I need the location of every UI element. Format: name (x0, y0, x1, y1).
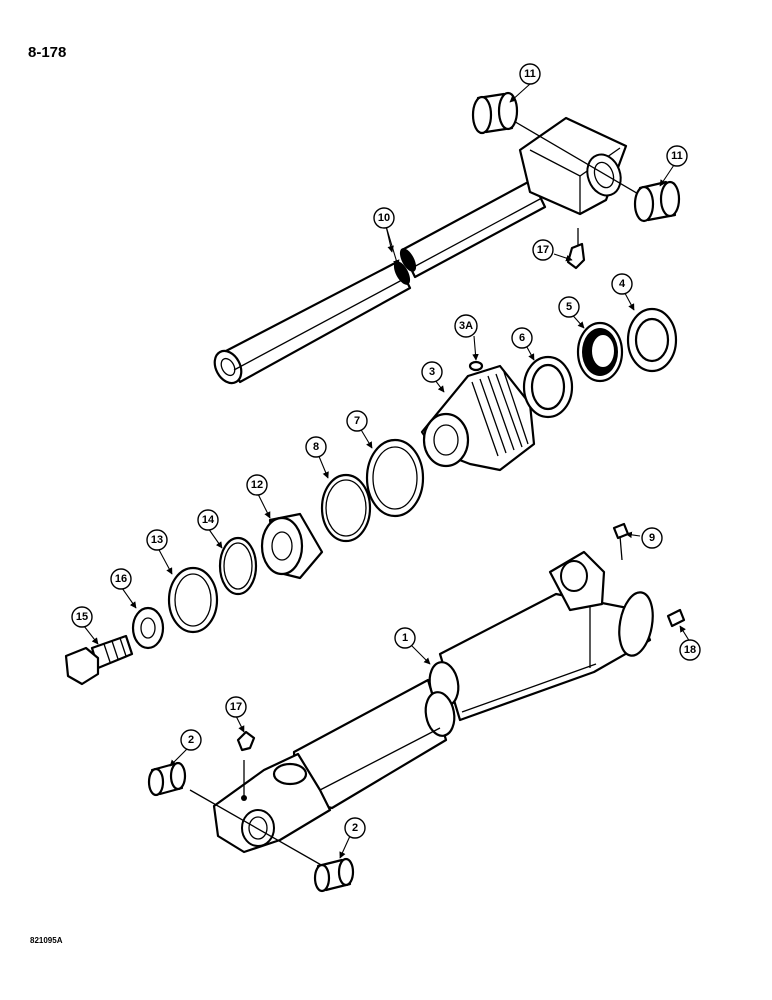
washer-16 (131, 606, 165, 650)
svg-text:2: 2 (188, 734, 194, 746)
callout-6: 6 (511, 327, 533, 349)
svg-text:17: 17 (230, 701, 242, 713)
bushing-2-upper (147, 761, 187, 797)
svg-text:3: 3 (429, 366, 435, 378)
gland-3 (420, 364, 536, 472)
svg-text:2: 2 (352, 822, 358, 834)
svg-text:14: 14 (202, 514, 215, 526)
callout-3: 3 (421, 361, 443, 383)
svg-text:4: 4 (619, 278, 626, 290)
svg-text:17: 17 (537, 244, 549, 256)
callout-2-upper: 2 (180, 729, 202, 751)
seal-5 (576, 321, 624, 383)
callout-17-upper: 17 (532, 239, 554, 261)
bushing-2-lower (313, 857, 355, 893)
svg-text:10: 10 (378, 212, 390, 224)
callout-17-lower: 17 (225, 696, 247, 718)
bushing-11-upper (471, 91, 519, 135)
svg-text:11: 11 (671, 150, 683, 162)
callout-3a: 3A (454, 314, 478, 338)
callout-16: 16 (110, 568, 132, 590)
plug-3a (468, 360, 484, 372)
backup-ring-7 (365, 438, 425, 518)
o-ring-14 (218, 536, 258, 596)
bushing-11-lower (633, 180, 681, 223)
callout-12: 12 (246, 474, 268, 496)
svg-text:9: 9 (649, 532, 655, 544)
svg-text:1: 1 (402, 632, 408, 644)
svg-text:6: 6 (519, 332, 525, 344)
page-number: 8-178 (28, 44, 67, 61)
callout-8: 8 (305, 436, 327, 458)
leader-lines (83, 83, 691, 859)
ring-6 (522, 355, 574, 419)
grease-fitting-17-lower (236, 730, 256, 752)
piston-12 (260, 512, 324, 580)
callout-10: 10 (373, 207, 395, 229)
callout-13: 13 (146, 529, 168, 551)
callout-1: 1 (394, 627, 416, 649)
svg-text:15: 15 (76, 611, 88, 623)
cylinder-tube (189, 550, 654, 871)
callout-14: 14 (197, 509, 219, 531)
callout-5: 5 (558, 296, 580, 318)
svg-text:12: 12 (251, 479, 263, 491)
grease-fitting-9 (612, 522, 630, 561)
callout-4: 4 (611, 273, 633, 295)
svg-text:5: 5 (566, 301, 572, 313)
callout-11-right: 11 (666, 145, 688, 167)
svg-text:3A: 3A (459, 320, 473, 332)
callout-7: 7 (346, 410, 368, 432)
svg-text:13: 13 (151, 534, 163, 546)
callout-9: 9 (641, 527, 663, 549)
svg-text:18: 18 (684, 644, 696, 656)
svg-text:16: 16 (115, 573, 127, 585)
figure-code: 821095A (30, 936, 63, 945)
svg-text:8: 8 (313, 441, 319, 453)
callout-15: 15 (71, 606, 93, 628)
svg-text:7: 7 (354, 415, 360, 427)
wiper-4 (626, 307, 678, 373)
grease-fitting-17-upper (566, 228, 586, 270)
piston-rod (213, 116, 641, 385)
plug-18 (666, 608, 686, 628)
callout-2-lower: 2 (344, 817, 366, 839)
bolt-15 (64, 634, 134, 686)
callout-18: 18 (679, 639, 701, 661)
o-ring-8 (320, 473, 372, 543)
svg-text:11: 11 (524, 68, 536, 80)
callout-11-top: 11 (519, 63, 541, 85)
ring-13 (167, 566, 219, 634)
